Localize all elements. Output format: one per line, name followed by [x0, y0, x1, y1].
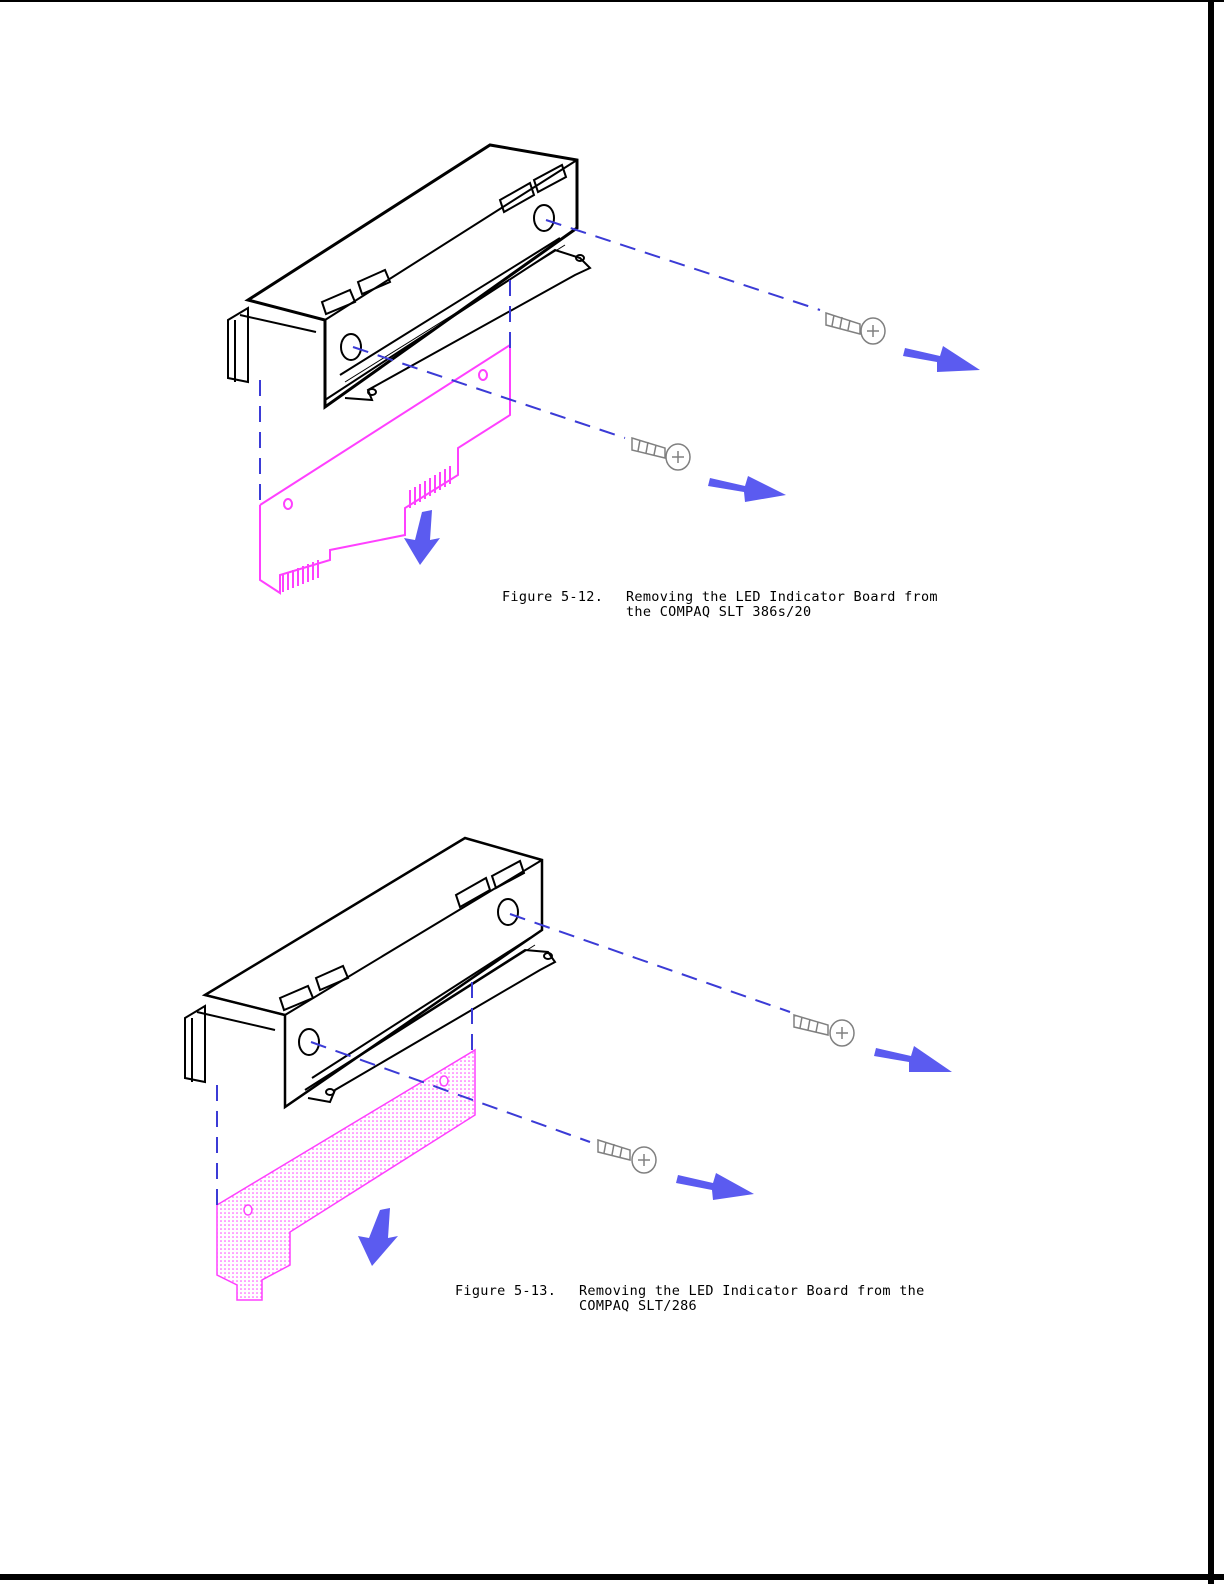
screw-icon [632, 438, 690, 470]
figure-5-13: Figure 5-13.Removing the LED Indicator B… [0, 820, 1210, 1340]
figure-number: Figure 5-13. [455, 1284, 579, 1299]
right-arrow-icon [903, 346, 980, 372]
led-bracket-housing [228, 145, 590, 407]
screw-icon [794, 1015, 854, 1046]
led-bracket-housing [185, 838, 555, 1107]
right-arrow-icon [874, 1046, 952, 1072]
figure-5-13-illustration [0, 820, 1210, 1340]
down-arrow-icon [358, 1208, 398, 1266]
figure-number: Figure 5-12. [502, 590, 626, 605]
figure-caption: Figure 5-12.Removing the LED Indicator B… [502, 590, 938, 620]
screw-icon [598, 1140, 656, 1173]
led-indicator-board [260, 345, 510, 593]
figure-title-line2: the COMPAQ SLT 386s/20 [502, 605, 938, 620]
right-arrow-icon [676, 1173, 754, 1200]
alignment-guides [260, 220, 820, 505]
down-arrow-icon [404, 510, 440, 565]
figure-title-line1: Removing the LED Indicator Board from [626, 589, 938, 605]
screw-icon [826, 313, 885, 344]
right-arrow-icon [708, 476, 786, 502]
figure-5-12-illustration [0, 120, 1210, 640]
figure-caption: Figure 5-13.Removing the LED Indicator B… [455, 1284, 925, 1314]
page-border-top [0, 0, 1224, 2]
figure-5-12: Figure 5-12.Removing the LED Indicator B… [0, 120, 1210, 640]
page-border-bottom [0, 1574, 1224, 1580]
figure-title-line2: COMPAQ SLT/286 [455, 1299, 925, 1314]
figure-title-line1: Removing the LED Indicator Board from th… [579, 1283, 925, 1299]
